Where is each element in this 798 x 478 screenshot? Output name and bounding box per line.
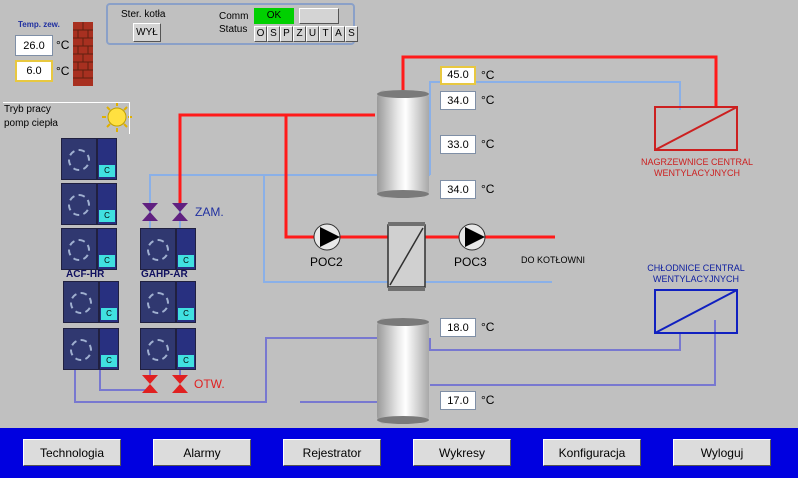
gahp-unit-3[interactable]: C [140,328,196,370]
lower-tank-unit-1: °C [481,320,495,334]
valve-closed-icon[interactable] [142,203,188,221]
status-cell-o: O [254,26,267,42]
boiler-off-button[interactable]: WYŁ [133,23,161,42]
status-cell-s2: S [345,26,358,42]
bottom-nav-bar [0,428,798,478]
outdoor-temp-unit-2: °C [56,64,70,78]
heaters-label-2: WENTYLACYJNYCH [653,168,740,178]
heatpump-mode-label-1: Tryb pracy [4,104,51,115]
status-cell-u: U [306,26,319,42]
upper-tank-unit-2: °C [481,93,495,107]
status-cell-s: S [267,26,280,42]
to-boiler-label: DO KOTŁOWNI [521,255,586,265]
outdoor-temp-value-2: 6.0 [15,60,53,82]
upper-tank-temp-2: 34.0 [440,91,476,110]
nav-technologia-button[interactable]: Technologia [23,439,121,466]
upper-tank-temp-1: 45.0 [440,66,476,85]
valve-open-icon[interactable] [142,375,188,393]
coolers-label-1: CHŁODNICE CENTRAL [647,263,745,273]
lower-tank-temp-2: 17.0 [440,391,476,410]
upper-buffer-tank[interactable] [377,90,429,198]
boiler-control-label: Ster. kotła [121,9,166,20]
nav-rejestrator-button[interactable]: Rejestrator [283,439,381,466]
status-cell-z: Z [293,26,306,42]
acf-unit-2[interactable]: C [61,183,117,225]
coolers-label-2: WENTYLACYJNYCH [652,274,739,284]
outdoor-temp-value-1: 26.0 [15,35,53,56]
gahp-label: GAHP-AR [141,269,188,280]
acf-unit-4[interactable]: C [63,281,119,323]
heaters-label-1: NAGRZEWNICE CENTRAL [640,157,753,167]
gahp-unit-2[interactable]: C [140,281,196,323]
pump-poc2-icon[interactable] [313,223,341,251]
nav-wykresy-button[interactable]: Wykresy [413,439,511,466]
heatpump-mode-label-2: pomp ciepła [4,118,58,129]
status-cell-p: P [280,26,293,42]
upper-tank-unit-1: °C [481,68,495,82]
lower-tank-unit-2: °C [481,393,495,407]
outdoor-temp-unit-1: °C [56,38,70,52]
nav-konfiguracja-button[interactable]: Konfiguracja [543,439,641,466]
heatpump-mode-panel [3,102,130,134]
pump-poc3-label: POC3 [454,255,487,269]
upper-tank-unit-3: °C [481,137,495,151]
pump-poc3-icon[interactable] [458,223,486,251]
pump-poc2-label: POC2 [310,255,343,269]
comm-status-blank [299,8,339,24]
outdoor-temp-label: Temp. zew. [18,20,60,29]
upper-tank-temp-3: 33.0 [440,135,476,154]
nav-wyloguj-button[interactable]: Wyloguj [673,439,771,466]
acf-unit-5[interactable]: C [63,328,119,370]
comm-label: Comm [219,11,249,22]
status-cell-t: T [319,26,332,42]
upper-tank-unit-4: °C [481,182,495,196]
gahp-unit-1[interactable]: C [140,228,196,270]
valve-open-label: OTW. [194,377,225,391]
acf-label: ACF-HR [66,269,105,280]
lower-buffer-tank[interactable] [377,318,429,424]
sun-icon[interactable] [102,102,132,132]
nav-alarmy-button[interactable]: Alarmy [153,439,251,466]
comm-ok-indicator: OK [254,8,294,24]
status-cell-a: A [332,26,345,42]
valve-closed-label: ZAM. [195,205,224,219]
upper-tank-temp-4: 34.0 [440,180,476,199]
acf-unit-1[interactable]: C [61,138,117,180]
status-label: Status [219,24,248,35]
lower-tank-temp-1: 18.0 [440,318,476,337]
acf-unit-3[interactable]: C [61,228,117,270]
chimney-icon [73,22,93,86]
